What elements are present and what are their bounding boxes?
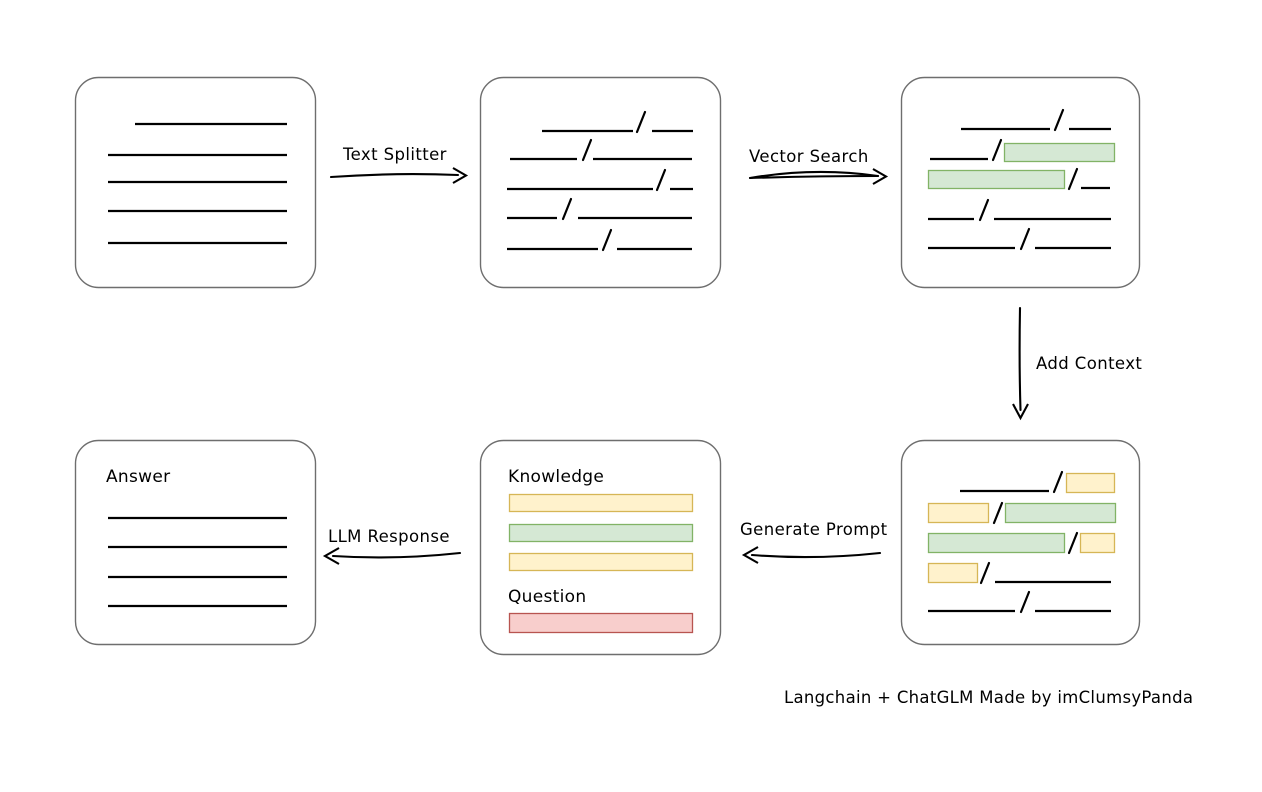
edge-text-splitter[interactable]: Text Splitter xyxy=(329,145,469,184)
knowledge-bar-yellow-1 xyxy=(508,493,694,513)
knowledge-bar-yellow-2 xyxy=(508,552,694,572)
edge-label-vector-search: Vector Search xyxy=(749,147,869,166)
split-document-lines xyxy=(507,110,693,252)
knowledge-bar-green-1 xyxy=(508,523,694,543)
edge-add-context[interactable]: Add Context xyxy=(1012,306,1142,421)
prompt-question-label: Question xyxy=(508,587,586,607)
answer-frame xyxy=(74,439,317,646)
footer-credit: Langchain + ChatGLM Made by imClumsyPand… xyxy=(784,688,1193,707)
context-document-box[interactable] xyxy=(900,439,1141,646)
context-chunk-yellow-2 xyxy=(927,502,990,524)
context-chunk-yellow-1 xyxy=(1065,472,1116,494)
answer-label: Answer xyxy=(106,467,170,487)
matched-document-box[interactable] xyxy=(900,76,1141,289)
context-chunk-green-2 xyxy=(927,532,1066,554)
source-document-lines xyxy=(108,122,287,245)
prompt-box[interactable]: Knowledge Question xyxy=(479,439,722,656)
matched-chunk-green-1 xyxy=(1003,142,1116,163)
question-bar-red-1 xyxy=(508,612,694,634)
edge-label-llm-response: LLM Response xyxy=(328,527,450,546)
context-chunk-yellow-3 xyxy=(1079,532,1116,554)
edge-llm-response[interactable]: LLM Response xyxy=(322,527,462,565)
context-document-lines xyxy=(927,470,1117,614)
edge-label-generate-prompt: Generate Prompt xyxy=(740,520,888,539)
split-document-frame xyxy=(479,76,722,289)
answer-box[interactable]: Answer xyxy=(74,439,317,646)
context-chunk-green-1 xyxy=(1004,502,1117,524)
answer-lines xyxy=(108,516,287,608)
matched-document-lines xyxy=(927,108,1116,251)
edge-label-text-splitter: Text Splitter xyxy=(342,145,447,164)
edge-label-add-context: Add Context xyxy=(1036,354,1142,373)
edge-generate-prompt[interactable]: Generate Prompt xyxy=(740,520,888,564)
source-document-box[interactable] xyxy=(74,76,317,289)
edge-vector-search[interactable]: Vector Search xyxy=(748,147,889,185)
prompt-knowledge-label: Knowledge xyxy=(508,467,604,487)
matched-chunk-green-2 xyxy=(927,169,1066,190)
split-document-box[interactable] xyxy=(479,76,722,289)
context-chunk-yellow-4 xyxy=(927,562,979,584)
